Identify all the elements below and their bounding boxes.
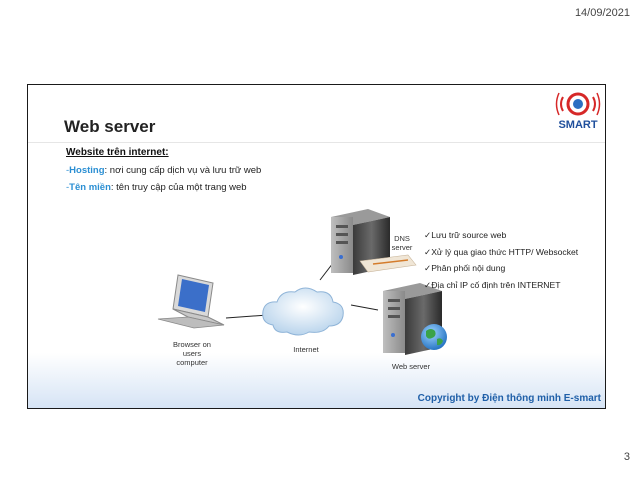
dns-server-label: DNS server [389, 234, 415, 252]
laptop-icon [157, 274, 225, 329]
footer-gradient [28, 353, 605, 408]
feature-item: ✓Phân phối nội dung [424, 263, 506, 273]
browser-label-line1: Browser on [173, 340, 211, 349]
page-number: 3 [623, 451, 630, 463]
hosting-key: Hosting [69, 165, 105, 176]
hosting-dash: - [66, 165, 70, 176]
dns-label-line2: server [391, 243, 413, 252]
domain-desc: : tên truy cập của một trang web [110, 182, 247, 193]
feature-list: ✓Lưu trữ source web ✓Xử lý qua giao thức… [424, 227, 578, 293]
internet-webserver-link [350, 304, 379, 311]
feature-item: ✓Lưu trữ source web [424, 230, 507, 240]
dns-server-icon [331, 209, 417, 275]
browser-label-line3: computer [176, 358, 208, 367]
browser-label-line2: users [182, 349, 202, 358]
network-diagram [157, 209, 447, 355]
domain-key: Tên miền [69, 182, 111, 193]
svg-text:SMART: SMART [558, 119, 597, 131]
internet-label: Internet [293, 345, 319, 354]
dns-label-line1: DNS [394, 234, 410, 243]
domain-dash: - [66, 182, 70, 193]
slide-frame: Web server SMART Website trên internet: … [27, 84, 606, 409]
hosting-line: -Hosting: nơi cung cấp dịch vụ và lưu tr… [66, 165, 261, 176]
slide-date: 14/09/2021 [574, 7, 630, 19]
website-subtitle: Website trên internet: [66, 147, 169, 158]
globe-icon [421, 324, 447, 350]
domain-line: -Tên miền: tên truy cập của một trang we… [66, 182, 247, 193]
slide-title: Web server [64, 117, 156, 136]
title-divider [28, 142, 605, 143]
hosting-desc: : nơi cung cấp dịch vụ và lưu trữ web [104, 165, 262, 176]
internet-cloud-icon [262, 287, 344, 336]
feature-item: ✓Xử lý qua giao thức HTTP/ Websocket [424, 246, 579, 257]
browser-label: Browser on users computer [162, 340, 222, 367]
smart-logo: SMART [555, 92, 601, 131]
feature-item: ✓Địa chỉ IP cố định trên INTERNET [424, 279, 561, 290]
copyright-text: Copyright by Điện thông minh E-smart [417, 393, 601, 404]
webserver-label: Web server [391, 362, 431, 371]
browser-internet-link [225, 314, 269, 319]
